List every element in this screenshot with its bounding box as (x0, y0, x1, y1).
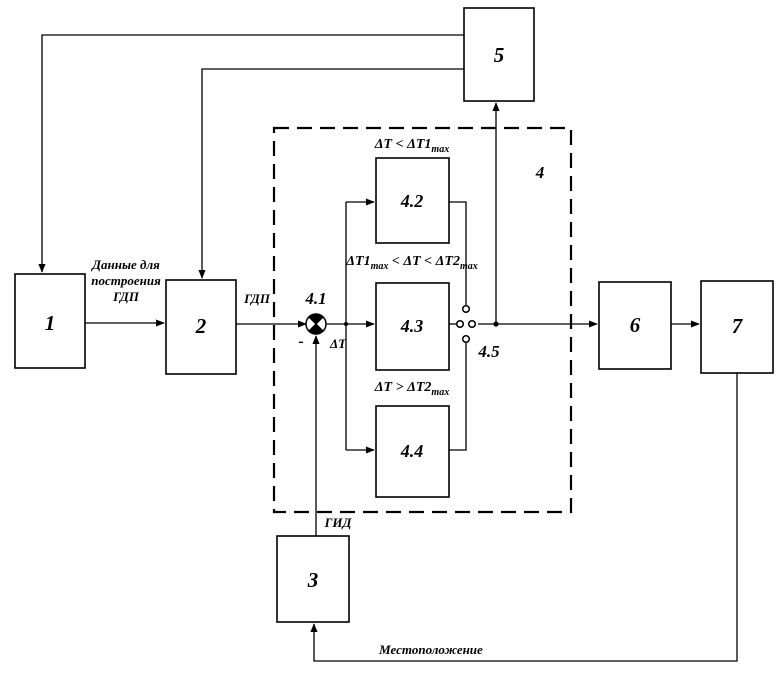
summing-junction (306, 314, 326, 334)
block-4-3-label: 4.3 (400, 316, 424, 336)
container-4-label: 4 (535, 163, 545, 182)
minus-sign: - (298, 333, 303, 350)
condition-3: ΔT > ΔT2max (374, 380, 449, 398)
gdp-label: ГДП (243, 291, 271, 306)
condition-2: ΔT1max < ΔT < ΔT2max (345, 254, 478, 272)
summer-label: 4.1 (304, 289, 326, 308)
data-label-line3: ГДП (112, 289, 140, 304)
block-7-label: 7 (732, 314, 744, 338)
gid-label: ГИД (324, 515, 353, 530)
location-label: Местоположение (378, 642, 483, 657)
switch-4-5 (457, 306, 476, 343)
data-label-line1: Данные для (91, 257, 160, 272)
block-3-label: 3 (307, 568, 319, 592)
data-label-line2: построения (91, 273, 161, 288)
condition-1: ΔT < ΔT1max (374, 137, 449, 155)
switch-label: 4.5 (477, 342, 500, 361)
block-2-label: 2 (195, 314, 207, 338)
block-1-label: 1 (45, 311, 56, 335)
block-4-4-label: 4.4 (400, 441, 424, 461)
block-6-label: 6 (630, 313, 641, 337)
block-4-2-label: 4.2 (400, 191, 424, 211)
block-5-label: 5 (494, 43, 505, 67)
delta-t-label: ΔT (329, 336, 347, 351)
